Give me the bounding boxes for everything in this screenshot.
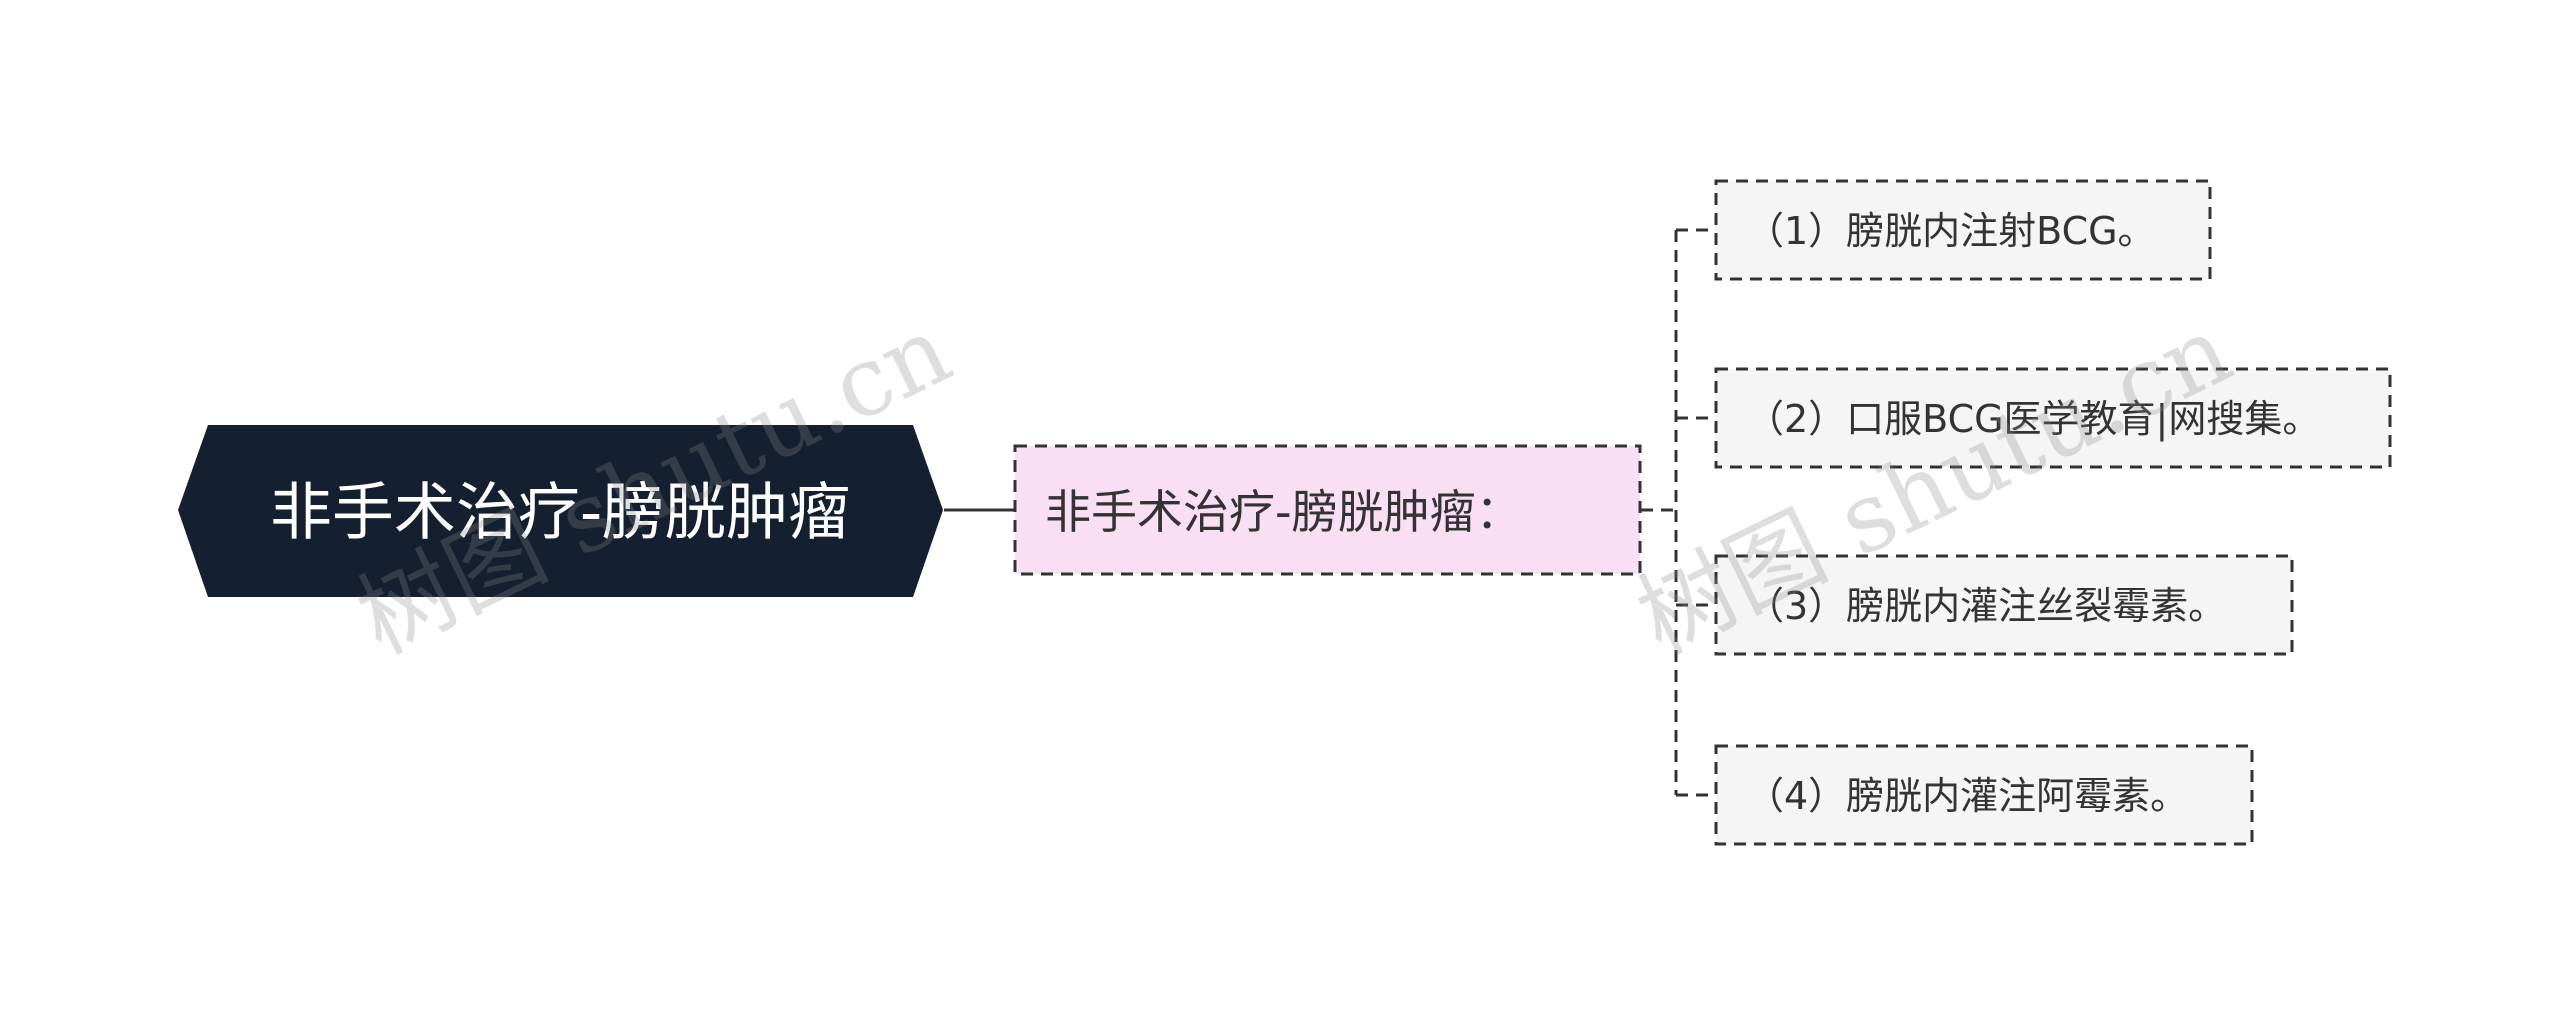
leaf-node-4[interactable]: （4）膀胱内灌注阿霉素。 — [1714, 744, 2254, 846]
leaf-node-4-label: （4）膀胱内灌注阿霉素。 — [1746, 774, 2188, 818]
leaf-node-1-shape — [1714, 179, 2212, 281]
leaf-nodes: （1）膀胱内注射BCG。 （2）口服BCG医学教育|网搜集。 （3）膀胱内灌注丝… — [1714, 179, 2392, 846]
branch-node-shape — [1013, 444, 1642, 576]
root-node-shape — [178, 425, 943, 597]
leaf-node-3-label: （3）膀胱内灌注丝裂霉素。 — [1746, 584, 2226, 628]
leaf-node-2-label: （2）口服BCG医学教育|网搜集。 — [1746, 397, 2320, 442]
leaf-node-4-shape — [1714, 744, 2254, 846]
branch-node-label: 非手术治疗-膀胱肿瘤： — [1045, 485, 1522, 539]
leaf-node-3-shape — [1714, 554, 2294, 656]
leaf-node-3[interactable]: （3）膀胱内灌注丝裂霉素。 — [1714, 554, 2294, 656]
leaf-node-2-shape — [1714, 367, 2392, 469]
leaf-node-2[interactable]: （2）口服BCG医学教育|网搜集。 — [1714, 367, 2392, 469]
leaf-node-1[interactable]: （1）膀胱内注射BCG。 — [1714, 179, 2212, 281]
leaf-node-1-label: （1）膀胱内注射BCG。 — [1746, 209, 2156, 253]
connectors — [944, 228, 1716, 797]
root-node[interactable]: 非手术治疗-膀胱肿瘤 — [178, 425, 943, 597]
root-node-label: 非手术治疗-膀胱肿瘤 — [270, 476, 850, 549]
branch-node[interactable]: 非手术治疗-膀胱肿瘤： — [1013, 444, 1642, 576]
